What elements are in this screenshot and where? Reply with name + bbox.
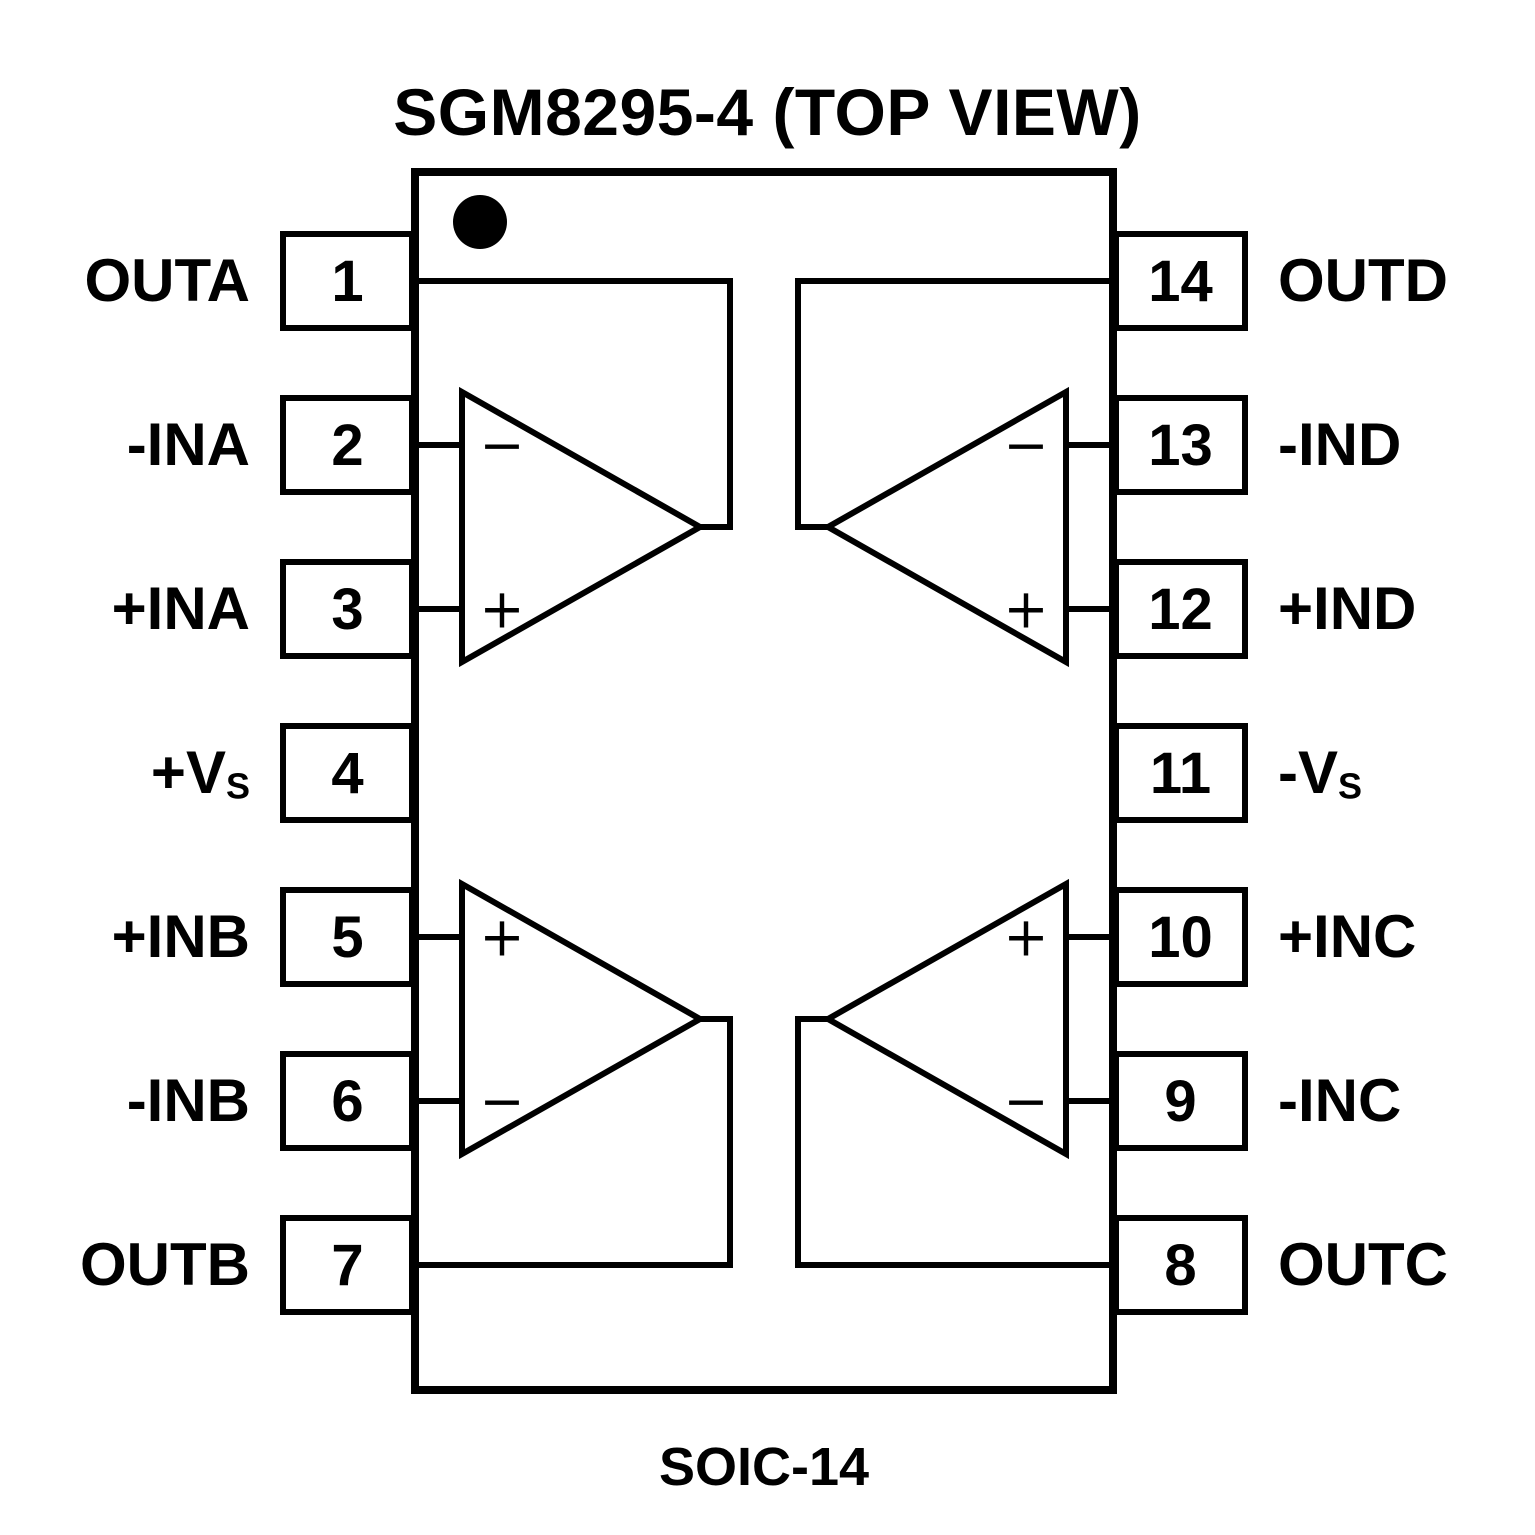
pin-12-label: +IND	[1278, 575, 1417, 642]
pin-8-number: 8	[1164, 1232, 1197, 1298]
pin-4-number: 4	[331, 740, 364, 806]
opamp-d-triangle	[821, 386, 1069, 668]
pin-5-label: +INB	[111, 903, 250, 970]
pin-4-box: 4	[280, 723, 415, 823]
opamp-d-noninverting-sign: +	[1003, 578, 1048, 641]
pin-10-number: 10	[1148, 904, 1213, 970]
pin-5-box: 5	[280, 887, 415, 987]
opamp-b-output-wire	[415, 1016, 733, 1268]
pin-2-box: 2	[280, 395, 415, 495]
pin-9-label: -INC	[1278, 1067, 1402, 1134]
opamp-c-triangle	[821, 878, 1069, 1160]
pin-14-number: 14	[1148, 248, 1213, 314]
opamp-b-triangle	[459, 878, 707, 1160]
opamp-a-output-wire	[415, 278, 733, 530]
pin-7-box: 7	[280, 1215, 415, 1315]
pin-1-number: 1	[331, 248, 364, 314]
pin-1-label: OUTA	[84, 247, 250, 314]
opamp-a-noninverting-sign: +	[479, 578, 524, 641]
pin-1-box: 1	[280, 231, 415, 331]
pin-5-number: 5	[331, 904, 364, 970]
pin-14-box: 14	[1113, 231, 1248, 331]
pin-6-label: -INB	[126, 1067, 250, 1134]
pin-10-label: +INC	[1278, 903, 1417, 970]
pin-6-box: 6	[280, 1051, 415, 1151]
pin-11-number: 11	[1149, 740, 1212, 806]
pin-14-label: OUTD	[1278, 247, 1448, 314]
pin-13-label: -IND	[1278, 411, 1402, 478]
pin-6-number: 6	[331, 1068, 364, 1134]
pin-9-box: 9	[1113, 1051, 1248, 1151]
pin-7-number: 7	[331, 1232, 364, 1298]
opamp-c-noninverting-sign: +	[1003, 906, 1048, 969]
opamp-a-inverting-sign: −	[479, 414, 524, 477]
opamp-d-inverting-sign: −	[1003, 414, 1048, 477]
opamp-b-inverting-sign: −	[479, 1070, 524, 1133]
opamp-a-triangle	[459, 386, 707, 668]
opamp-b-noninverting-sign: +	[479, 906, 524, 969]
pin-12-number: 12	[1148, 576, 1213, 642]
pin-4-label: +VS	[150, 739, 250, 807]
pin-9-number: 9	[1164, 1068, 1197, 1134]
pin1-indicator-dot	[453, 195, 507, 249]
pin-2-number: 2	[331, 412, 364, 478]
package-label: SOIC-14	[658, 1437, 870, 1497]
opamp-d-output-wire	[795, 278, 1113, 530]
figure-title: SGM8295-4 (TOP VIEW)	[393, 75, 1142, 149]
pin-8-box: 8	[1113, 1215, 1248, 1315]
pin-7-label: OUTB	[80, 1231, 250, 1298]
pin-12-box: 12	[1113, 559, 1248, 659]
pin-3-box: 3	[280, 559, 415, 659]
ic-body-outline	[411, 168, 1117, 1394]
pin-13-box: 13	[1113, 395, 1248, 495]
pin-8-label: OUTC	[1278, 1231, 1448, 1298]
pin-11-box: 11	[1113, 723, 1248, 823]
pin-10-box: 10	[1113, 887, 1248, 987]
pin-3-label: +INA	[111, 575, 250, 642]
pin-3-number: 3	[331, 576, 364, 642]
pin-11-label: -VS	[1278, 739, 1363, 807]
pin-13-number: 13	[1148, 412, 1213, 478]
opamp-c-inverting-sign: −	[1003, 1070, 1048, 1133]
pin-2-label: -INA	[126, 411, 250, 478]
opamp-c-output-wire	[795, 1016, 1113, 1268]
